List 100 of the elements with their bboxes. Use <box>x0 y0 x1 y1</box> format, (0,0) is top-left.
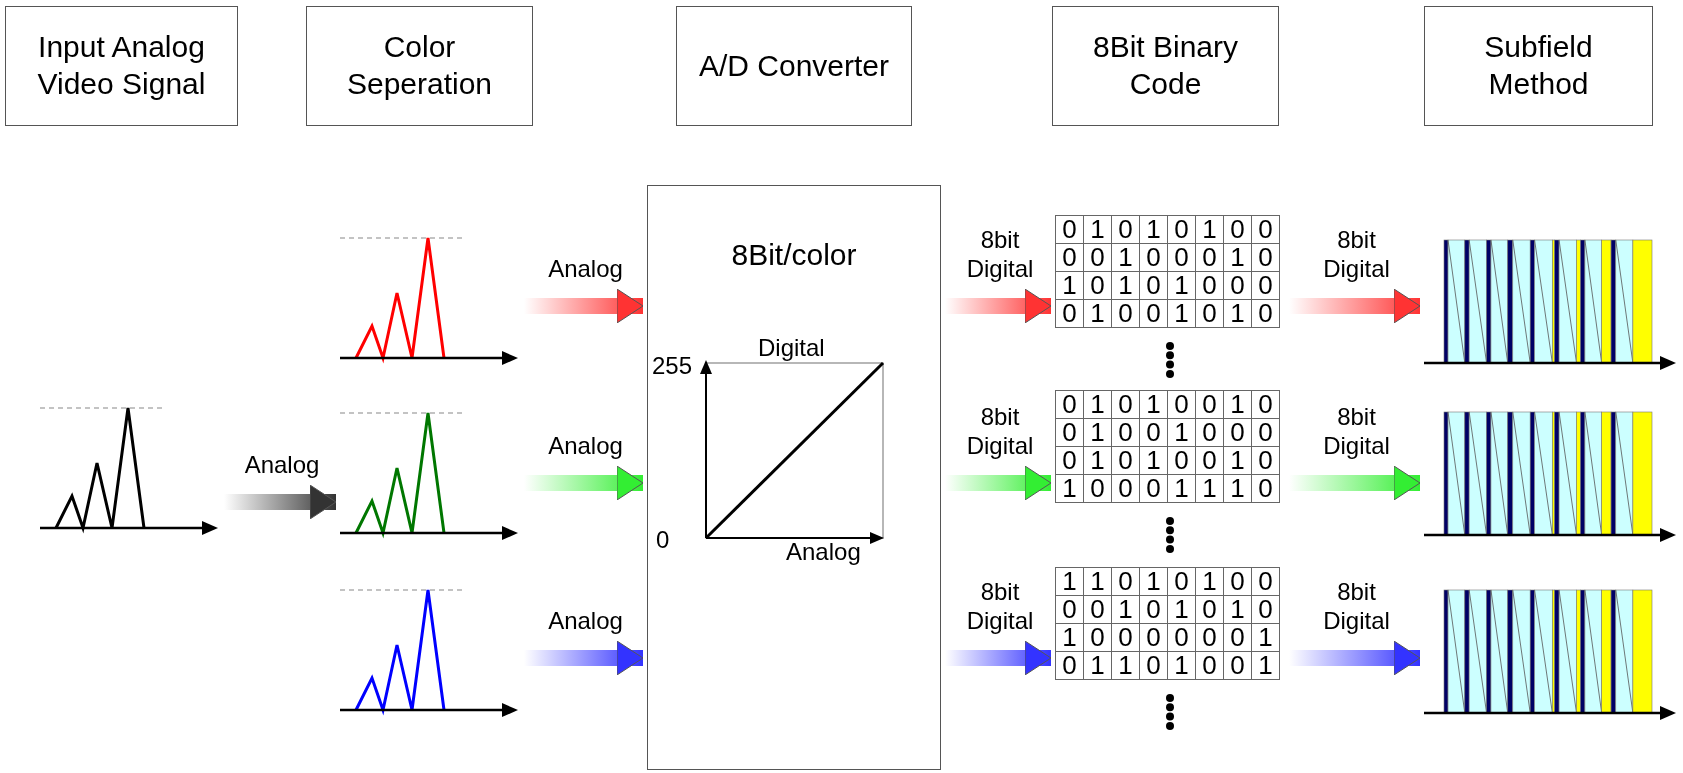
bit-value: 1 <box>1083 390 1112 419</box>
bit-value: 0 <box>1167 215 1196 244</box>
bit-value: 0 <box>1055 651 1084 680</box>
bit-value: 1 <box>1223 243 1252 272</box>
bit-value: 0 <box>1251 243 1280 272</box>
bit-value: 0 <box>1251 474 1280 503</box>
arrow <box>1289 465 1421 501</box>
bit-value: 0 <box>1083 623 1112 652</box>
bit-value: 0 <box>1223 567 1252 596</box>
stage-title: Input Analog Video Signal <box>36 29 207 102</box>
bit-value: 0 <box>1251 418 1280 447</box>
bit-value: 1 <box>1055 623 1084 652</box>
bit-value: 0 <box>1195 623 1224 652</box>
bit-value: 0 <box>1195 651 1224 680</box>
bit-value: 0 <box>1139 474 1168 503</box>
stage-title: A/D Converter <box>698 47 890 84</box>
bit-value: 1 <box>1251 623 1280 652</box>
bit-value: 0 <box>1111 418 1140 447</box>
bit-value: 0 <box>1195 299 1224 328</box>
bit-value: 0 <box>1083 595 1112 624</box>
arrow <box>224 484 337 520</box>
bit-value: 1 <box>1167 595 1196 624</box>
arrow <box>945 640 1052 676</box>
stage-box <box>676 6 912 126</box>
bit-value: 0 <box>1111 299 1140 328</box>
bit-value: 1 <box>1195 215 1224 244</box>
bit-value: 1 <box>1167 271 1196 300</box>
bit-value: 0 <box>1251 390 1280 419</box>
bit-value: 0 <box>1251 567 1280 596</box>
bit-value: 0 <box>1251 215 1280 244</box>
bit-value: 0 <box>1083 243 1112 272</box>
stage-box <box>1052 6 1279 126</box>
bit-value: 0 <box>1139 595 1168 624</box>
bit-value: 1 <box>1111 595 1140 624</box>
tick-label: 255 <box>652 352 693 380</box>
bit-value: 1 <box>1223 446 1252 475</box>
bit-value: 1 <box>1167 299 1196 328</box>
bit-value: 0 <box>1139 243 1168 272</box>
bit-value: 1 <box>1083 418 1112 447</box>
bit-value: 0 <box>1167 623 1196 652</box>
bit-value: 0 <box>1223 271 1252 300</box>
bit-value: 0 <box>1083 271 1112 300</box>
bit-value: 1 <box>1111 271 1140 300</box>
converter-panel <box>647 185 941 770</box>
bit-value: 1 <box>1055 567 1084 596</box>
bit-value: 0 <box>1111 215 1140 244</box>
arrow <box>524 465 644 501</box>
bit-value: 0 <box>1223 623 1252 652</box>
bit-value: 1 <box>1139 215 1168 244</box>
bit-value: 0 <box>1111 474 1140 503</box>
bit-value: 0 <box>1195 390 1224 419</box>
bit-value: 1 <box>1223 595 1252 624</box>
bit-value: 1 <box>1055 474 1084 503</box>
bit-value: 0 <box>1055 418 1084 447</box>
bit-value: 0 <box>1251 446 1280 475</box>
bit-value: 0 <box>1195 418 1224 447</box>
bit-value: 1 <box>1223 299 1252 328</box>
bit-value: 1 <box>1251 651 1280 680</box>
bit-value: 0 <box>1055 299 1084 328</box>
bit-value: 1 <box>1195 567 1224 596</box>
bit-value: 0 <box>1111 446 1140 475</box>
stage-title: Color Seperation <box>345 29 494 102</box>
bit-value: 0 <box>1139 418 1168 447</box>
bit-value: 0 <box>1139 651 1168 680</box>
bit-value: 0 <box>1251 595 1280 624</box>
tick-label: 0 <box>656 526 670 554</box>
bit-value: 0 <box>1195 595 1224 624</box>
bit-value: 0 <box>1167 446 1196 475</box>
stage-title: Subfield Method <box>1483 29 1594 102</box>
arrow <box>1289 288 1421 324</box>
bit-value: 0 <box>1111 567 1140 596</box>
axis-label: Analog <box>786 538 861 566</box>
arrow <box>945 288 1052 324</box>
bit-value: 0 <box>1223 651 1252 680</box>
bit-value: 1 <box>1083 299 1112 328</box>
bit-value: 1 <box>1167 474 1196 503</box>
bit-value: 1 <box>1139 390 1168 419</box>
bit-value: 1 <box>1083 651 1112 680</box>
bit-value: 0 <box>1223 215 1252 244</box>
bit-value: 0 <box>1055 215 1084 244</box>
stage-box <box>5 6 238 126</box>
arrow <box>945 465 1052 501</box>
bit-value: 0 <box>1251 271 1280 300</box>
bit-value: 0 <box>1223 418 1252 447</box>
bit-value: 1 <box>1083 567 1112 596</box>
bit-value: 0 <box>1055 595 1084 624</box>
bit-value: 0 <box>1139 623 1168 652</box>
bit-value: 0 <box>1055 243 1084 272</box>
arrow <box>1289 640 1421 676</box>
bit-value: 1 <box>1111 243 1140 272</box>
bit-value: 0 <box>1167 567 1196 596</box>
stage-box <box>306 6 533 126</box>
panel-title: 8Bit/color <box>730 238 858 272</box>
bit-value: 0 <box>1195 271 1224 300</box>
stage-title: 8Bit Binary Code <box>1091 29 1240 102</box>
bit-value: 0 <box>1111 390 1140 419</box>
arrow <box>524 288 644 324</box>
bit-value: 1 <box>1139 567 1168 596</box>
bit-value: 0 <box>1167 243 1196 272</box>
bit-value: 0 <box>1139 299 1168 328</box>
